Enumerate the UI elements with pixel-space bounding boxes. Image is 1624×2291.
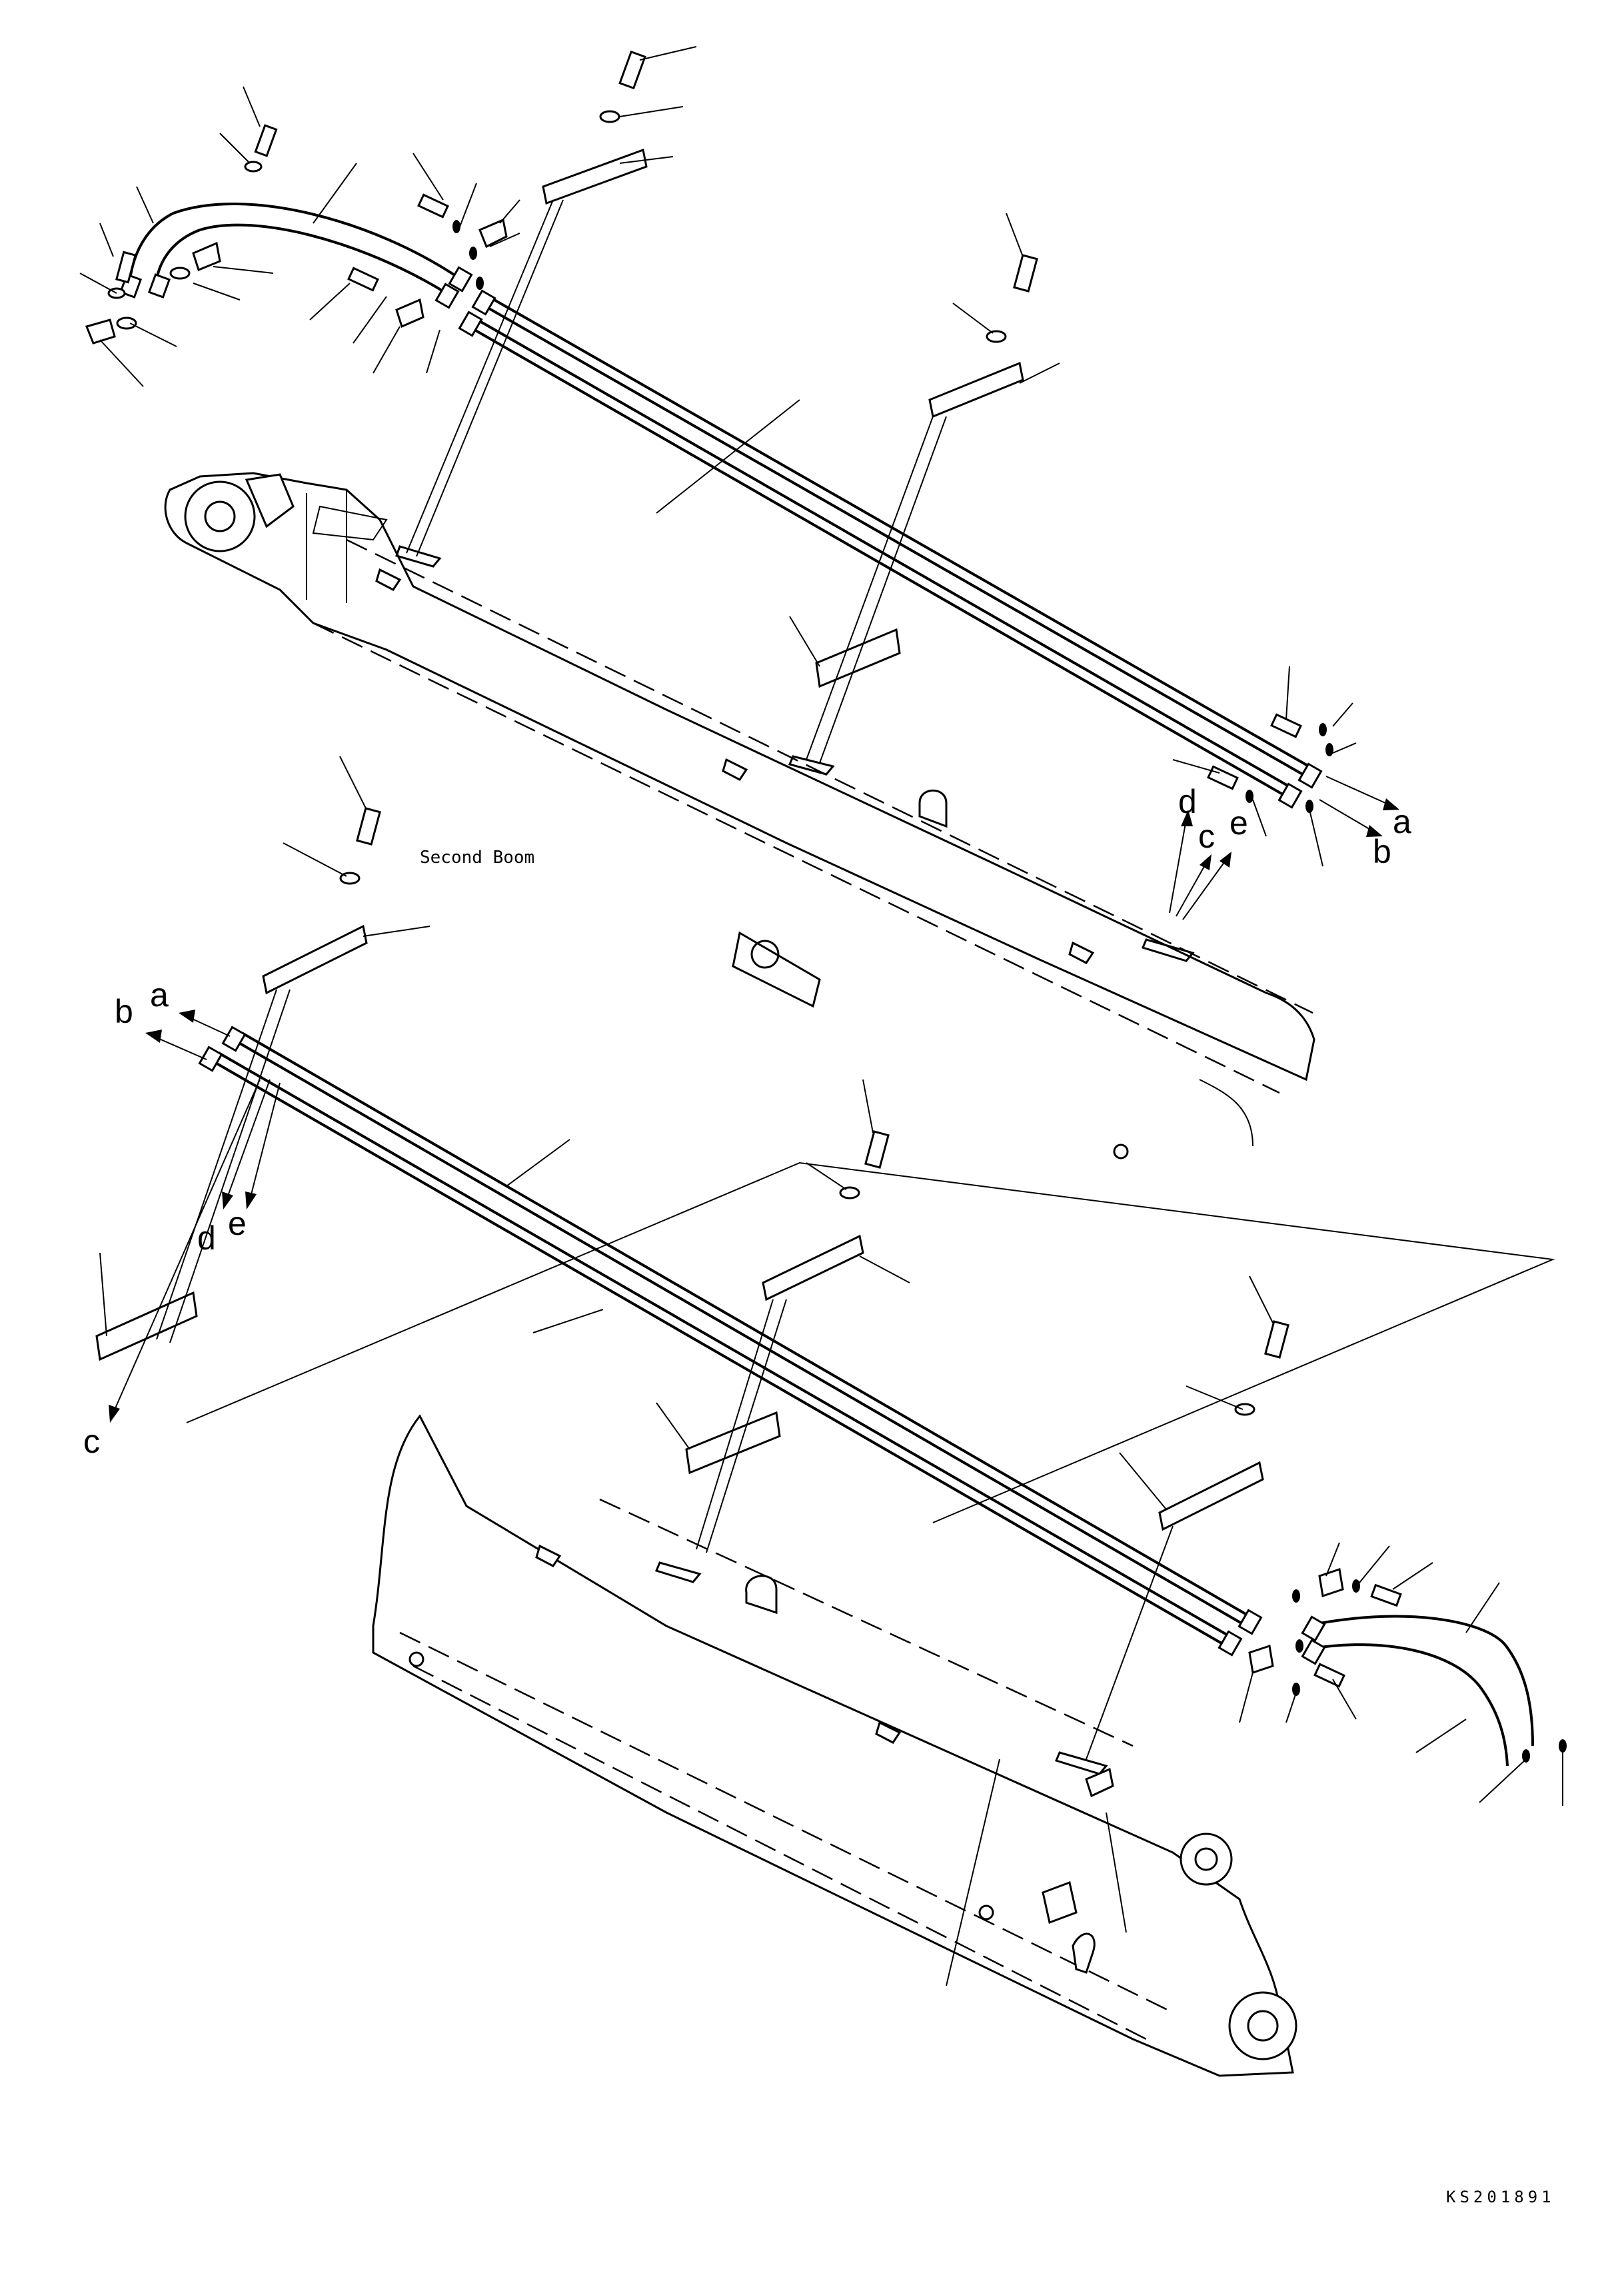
- upper-label-d: d: [1178, 783, 1197, 820]
- upper-hardware: [85, 50, 1333, 813]
- lower-hardware: [95, 807, 1567, 1798]
- upper-boom-section: [164, 472, 1315, 1159]
- upper-label-e: e: [1229, 804, 1248, 842]
- upper-arrows: [1169, 776, 1399, 920]
- lower-leader-lines: [99, 756, 1563, 1806]
- lower-boom-section: [186, 1161, 1555, 2077]
- lower-label-e: e: [228, 1205, 247, 1242]
- drawing-code: KS201891: [1446, 2188, 1555, 2206]
- upper-label-a: a: [1393, 803, 1411, 840]
- upper-leader-lines: [79, 46, 1357, 867]
- lower-label-a: a: [150, 976, 169, 1014]
- lower-pipes: [198, 1026, 1534, 1767]
- caption-second-boom: Second Boom: [420, 848, 534, 868]
- lower-label-d: d: [197, 1219, 216, 1257]
- upper-pipes: [119, 203, 1323, 809]
- upper-label-b: b: [1373, 833, 1391, 870]
- lower-arrows: [109, 1010, 281, 1423]
- lower-label-b: b: [115, 993, 133, 1030]
- clamp-block: [95, 924, 1264, 1531]
- upper-label-c: c: [1198, 818, 1215, 855]
- clamp-block: [542, 148, 1024, 688]
- lower-label-c: c: [83, 1423, 100, 1460]
